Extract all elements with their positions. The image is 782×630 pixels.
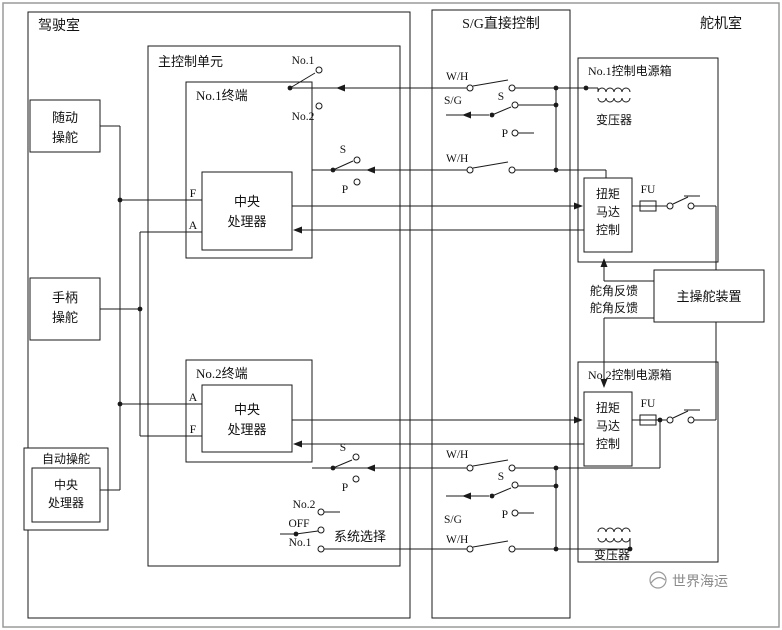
torque1-line3: 控制 bbox=[596, 223, 620, 237]
follow-steering-line2: 操舵 bbox=[52, 130, 78, 145]
transformer1-label: 变压器 bbox=[596, 112, 632, 127]
lever-steering-line2: 操舵 bbox=[52, 310, 78, 325]
cpu2-label-line2: 处理器 bbox=[227, 422, 266, 437]
room-region-title: 舵机室 bbox=[700, 15, 742, 32]
cpu1-label-line2: 处理器 bbox=[227, 214, 266, 229]
wh-label-row7: W/H bbox=[446, 534, 468, 546]
torque1-line1: 扭矩 bbox=[596, 187, 620, 201]
power2-title: No.2控制电源箱 bbox=[588, 367, 672, 382]
main-control-unit-box bbox=[147, 45, 401, 567]
fu1-label: FU bbox=[641, 184, 656, 196]
wh-label-row4: W/H bbox=[446, 449, 468, 461]
auto-steering-title: 自动操舵 bbox=[42, 451, 90, 466]
lever-steering-box bbox=[29, 277, 101, 341]
follow-steering-line1: 随动 bbox=[52, 110, 78, 125]
terminal-switch-no1: No.1 bbox=[292, 55, 315, 67]
bridge-sp-bottom-p: P bbox=[342, 482, 348, 494]
cpu1-box bbox=[201, 171, 293, 251]
auto-cpu-line2: 处理器 bbox=[48, 496, 84, 510]
cpu1-port-f: F bbox=[190, 186, 197, 200]
terminal-switch-no2: No.2 bbox=[292, 111, 315, 123]
sg-sp-bottom-s: S bbox=[498, 471, 504, 483]
power1-title: No.1控制电源箱 bbox=[588, 63, 672, 78]
torque2-line1: 扭矩 bbox=[596, 401, 620, 415]
torque1-box bbox=[583, 177, 633, 253]
follow-steering-box bbox=[29, 99, 101, 153]
feedback-label-2: 舵角反馈 bbox=[590, 300, 638, 315]
main-control-unit-title: 主控制单元 bbox=[158, 54, 223, 69]
terminal1-title: No.1终端 bbox=[196, 88, 248, 103]
cpu2-box bbox=[201, 384, 293, 453]
wiring bbox=[100, 72, 717, 550]
watermark-text: 世界海运 bbox=[672, 574, 728, 590]
sg-region-title: S/G直接控制 bbox=[462, 15, 540, 32]
junction-dots bbox=[117, 85, 663, 552]
bridge-sp-top-s: S bbox=[340, 144, 346, 156]
sg-sp-bottom-p: P bbox=[502, 509, 508, 521]
system-select-off: OFF bbox=[288, 518, 309, 530]
feedback-label-1: 舵角反馈 bbox=[590, 283, 638, 298]
switch-contacts bbox=[315, 66, 695, 553]
sg-region-box bbox=[431, 9, 571, 619]
fu2-label: FU bbox=[641, 398, 656, 410]
auto-cpu-line1: 中央 bbox=[54, 477, 78, 492]
cpu2-port-f: F bbox=[190, 422, 197, 436]
system-select-no1: No.1 bbox=[289, 537, 312, 549]
bridge-region-box bbox=[27, 11, 411, 619]
cpu2-label-line1: 中央 bbox=[234, 402, 260, 417]
cpu1-label-line1: 中央 bbox=[234, 194, 260, 209]
main-steering-device-label: 主操舵装置 bbox=[676, 289, 741, 304]
bridge-region-title: 驾驶室 bbox=[38, 17, 80, 34]
lever-steering-line1: 手柄 bbox=[52, 290, 78, 305]
main-steering-device-box bbox=[653, 269, 765, 323]
system-select-no2: No.2 bbox=[293, 499, 316, 511]
sg-label-top: S/G bbox=[444, 95, 462, 107]
torque2-box bbox=[583, 391, 633, 467]
cpu2-port-a: A bbox=[189, 390, 198, 404]
torque1-line2: 马达 bbox=[596, 205, 620, 219]
system-select-label: 系统选择 bbox=[334, 529, 386, 544]
wh-label-row1: W/H bbox=[446, 71, 468, 83]
transformer2-label: 变压器 bbox=[594, 547, 630, 562]
sg-label-bottom: S/G bbox=[444, 514, 462, 526]
torque2-line3: 控制 bbox=[596, 437, 620, 451]
power1-box bbox=[577, 57, 719, 263]
bridge-sp-bottom-s: S bbox=[340, 442, 346, 454]
sg-sp-top-p: P bbox=[502, 128, 508, 140]
torque2-line2: 马达 bbox=[596, 419, 620, 433]
cpu1-port-a: A bbox=[189, 218, 198, 232]
auto-cpu-box bbox=[31, 467, 101, 523]
terminal2-title: No.2终端 bbox=[196, 366, 248, 381]
sg-sp-top-s: S bbox=[498, 91, 504, 103]
bridge-sp-top-p: P bbox=[342, 184, 348, 196]
wh-label-row3: W/H bbox=[446, 153, 468, 165]
watermark-logo bbox=[649, 571, 667, 589]
power2-box bbox=[577, 361, 719, 563]
